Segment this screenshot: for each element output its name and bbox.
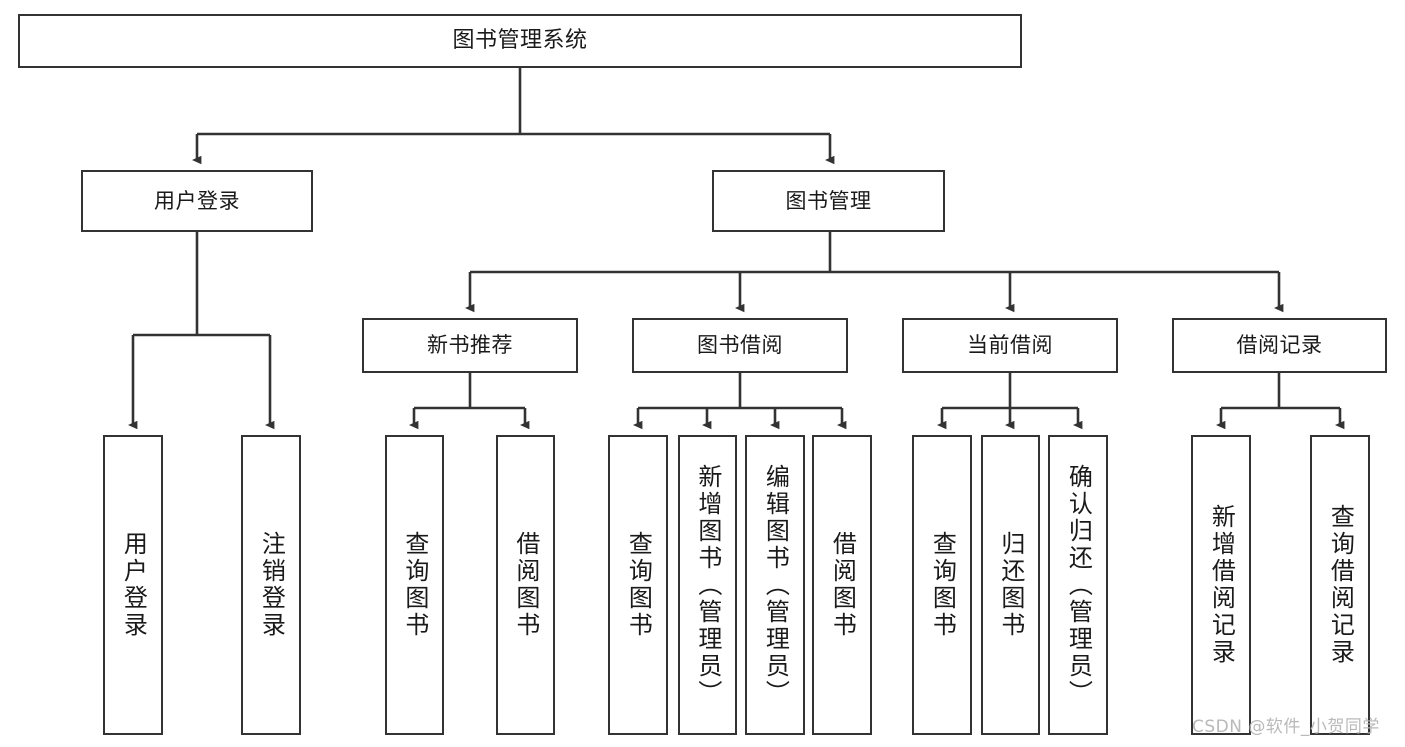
node-label: 借阅记录 (1236, 333, 1323, 358)
node-leaf-borrow-book-1[interactable]: 借阅图书 (496, 435, 555, 735)
node-label: 查询图书 (624, 531, 653, 639)
node-label: 借阅图书 (511, 531, 540, 639)
node-leaf-add-record[interactable]: 新增借阅记录 (1191, 435, 1251, 735)
node-user-login[interactable]: 用户登录 (81, 170, 313, 232)
node-root-system[interactable]: 图书管理系统 (18, 14, 1022, 68)
node-label: 查询图书 (400, 531, 429, 639)
node-leaf-edit-book[interactable]: 编辑图书（管理员） (745, 435, 805, 735)
node-leaf-query-book-2[interactable]: 查询图书 (608, 435, 668, 735)
node-label: 归还图书 (996, 531, 1025, 639)
node-label: 编辑图书（管理员） (761, 463, 790, 707)
node-leaf-borrow-book-2[interactable]: 借阅图书 (812, 435, 872, 735)
node-current-borrow[interactable]: 当前借阅 (902, 318, 1118, 373)
node-book-management[interactable]: 图书管理 (712, 170, 945, 232)
node-label: 当前借阅 (967, 333, 1053, 358)
node-leaf-query-book-1[interactable]: 查询图书 (385, 435, 444, 735)
node-label: 图书管理 (785, 188, 872, 213)
node-label: 确认归还（管理员） (1064, 463, 1093, 707)
node-borrow-record[interactable]: 借阅记录 (1172, 318, 1387, 373)
node-new-book-recommend[interactable]: 新书推荐 (362, 318, 578, 373)
node-label: 新增借阅记录 (1207, 504, 1236, 666)
csdn-watermark: CSDN @软件_小贺同学 (1192, 717, 1380, 737)
node-label: 图书管理系统 (452, 28, 588, 54)
node-label: 注销登录 (257, 531, 286, 639)
node-label: 用户登录 (154, 188, 240, 213)
node-leaf-add-book[interactable]: 新增图书（管理员） (678, 435, 737, 735)
node-leaf-return-book[interactable]: 归还图书 (981, 435, 1040, 735)
node-leaf-confirm-return[interactable]: 确认归还（管理员） (1048, 435, 1108, 735)
node-leaf-user-logout[interactable]: 注销登录 (241, 435, 301, 735)
node-label: 借阅图书 (828, 531, 857, 639)
node-label: 图书借阅 (697, 333, 783, 358)
node-label: 新书推荐 (427, 333, 513, 358)
node-label: 查询图书 (928, 531, 957, 639)
node-leaf-query-book-3[interactable]: 查询图书 (912, 435, 972, 735)
node-label: 用户登录 (119, 531, 148, 639)
node-book-borrow[interactable]: 图书借阅 (632, 318, 848, 373)
node-leaf-query-record[interactable]: 查询借阅记录 (1310, 435, 1370, 735)
node-label: 新增图书（管理员） (693, 463, 722, 707)
node-leaf-user-login[interactable]: 用户登录 (103, 435, 163, 735)
node-label: 查询借阅记录 (1326, 504, 1355, 666)
